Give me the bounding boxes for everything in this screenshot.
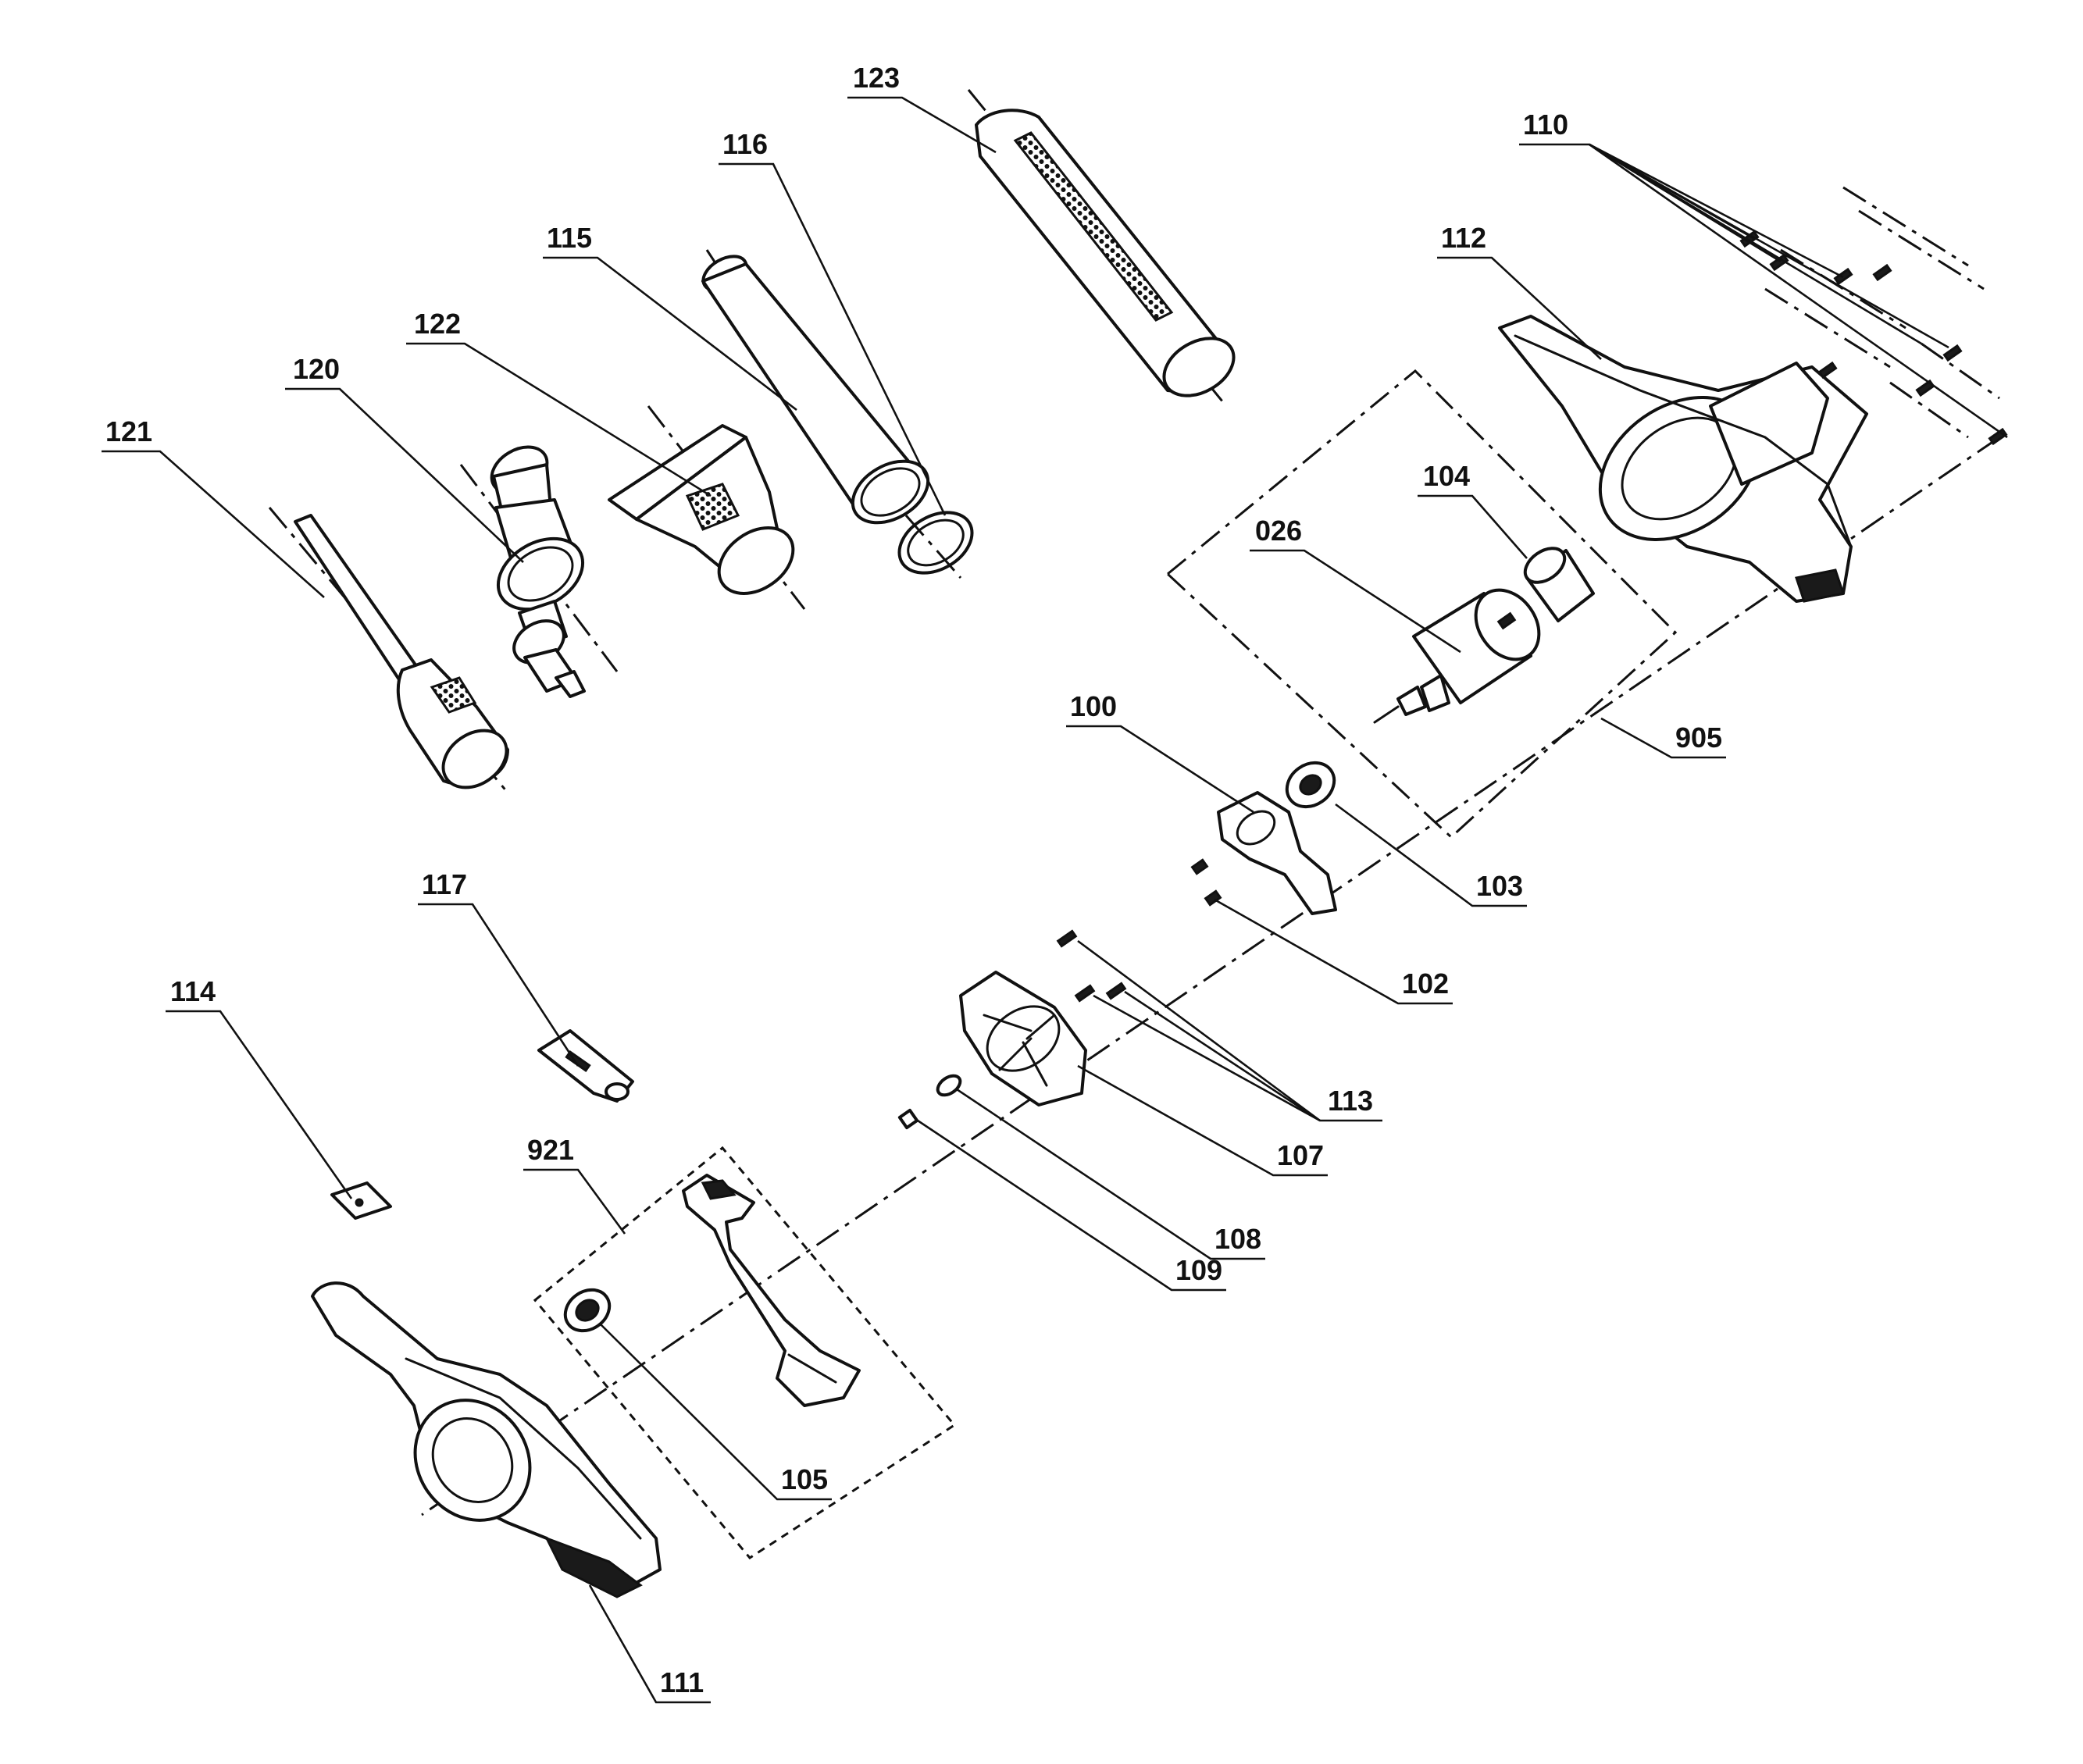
- callout-110: 110: [1523, 109, 1568, 141]
- callout-120: 120: [293, 353, 340, 385]
- callout-123: 123: [853, 62, 900, 94]
- extension-tube-115: [701, 249, 930, 525]
- screw-110-6: [1942, 344, 1963, 362]
- bearing-105: [563, 1288, 612, 1333]
- bushing-104: [1523, 547, 1595, 622]
- callout-104: 104: [1423, 460, 1470, 492]
- screws-110: [1739, 186, 2008, 446]
- callout-113: 113: [1328, 1085, 1373, 1117]
- screw-102-2: [1204, 889, 1222, 907]
- screws-113: [1056, 929, 1127, 1003]
- callout-105: 105: [781, 1463, 828, 1495]
- gasket-103: [1285, 761, 1336, 809]
- callout-108: 108: [1214, 1223, 1261, 1255]
- callout-111: 111: [660, 1666, 704, 1698]
- switch-assembly-box-921: [533, 1146, 957, 1559]
- fan-impeller-107: [959, 971, 1087, 1107]
- adapter-120: [459, 445, 619, 698]
- screw-110-5: [1817, 361, 1838, 380]
- screws-102: [1190, 858, 1222, 907]
- callout-100: 100: [1070, 690, 1117, 722]
- motor-bracket-100: [1217, 791, 1337, 915]
- callout-109: 109: [1175, 1254, 1222, 1286]
- housing-half-111: [311, 1281, 662, 1598]
- callout-107: 107: [1277, 1139, 1324, 1171]
- callout-026: 026: [1255, 515, 1302, 547]
- motor-assembly-box-905: [1165, 369, 1678, 839]
- housing-half-112: [1498, 315, 1868, 603]
- main-axis-line: [421, 436, 2000, 1516]
- clip-117: [537, 1029, 634, 1103]
- screw-113-3: [1105, 982, 1127, 1000]
- nozzle-121-axis: [268, 507, 509, 793]
- motor-026: [1373, 588, 1541, 724]
- narrow-nozzle-121: [268, 507, 509, 793]
- switch-lever-921: [682, 1174, 861, 1407]
- callout-905: 905: [1675, 722, 1722, 754]
- ring-116-axis: [904, 515, 962, 579]
- screw-113-2: [1074, 984, 1096, 1003]
- callout-102: 102: [1402, 968, 1449, 1000]
- callout-labels: 121 120 122 115 116 123 110 112 104 026 …: [105, 62, 1722, 1698]
- callout-114: 114: [170, 975, 216, 1007]
- callout-112: 112: [1441, 222, 1486, 254]
- plate-114: [330, 1181, 392, 1220]
- callout-117: 117: [422, 868, 467, 900]
- screw-113-1: [1056, 929, 1078, 948]
- callout-121: 121: [105, 415, 152, 447]
- wide-nozzle-122: [608, 405, 806, 610]
- washer-108: [936, 1074, 962, 1097]
- ring-116: [897, 511, 974, 579]
- screw-102-1: [1190, 858, 1209, 875]
- screw-110-4: [1872, 263, 1892, 282]
- callout-115: 115: [547, 222, 592, 254]
- nut-109: [897, 1108, 919, 1130]
- callout-116: 116: [722, 128, 768, 160]
- callout-921: 921: [527, 1134, 574, 1166]
- leader-lines: [102, 96, 2008, 1704]
- callout-122: 122: [414, 308, 461, 340]
- callout-103: 103: [1476, 870, 1523, 902]
- filter-tube-123: [967, 89, 1236, 407]
